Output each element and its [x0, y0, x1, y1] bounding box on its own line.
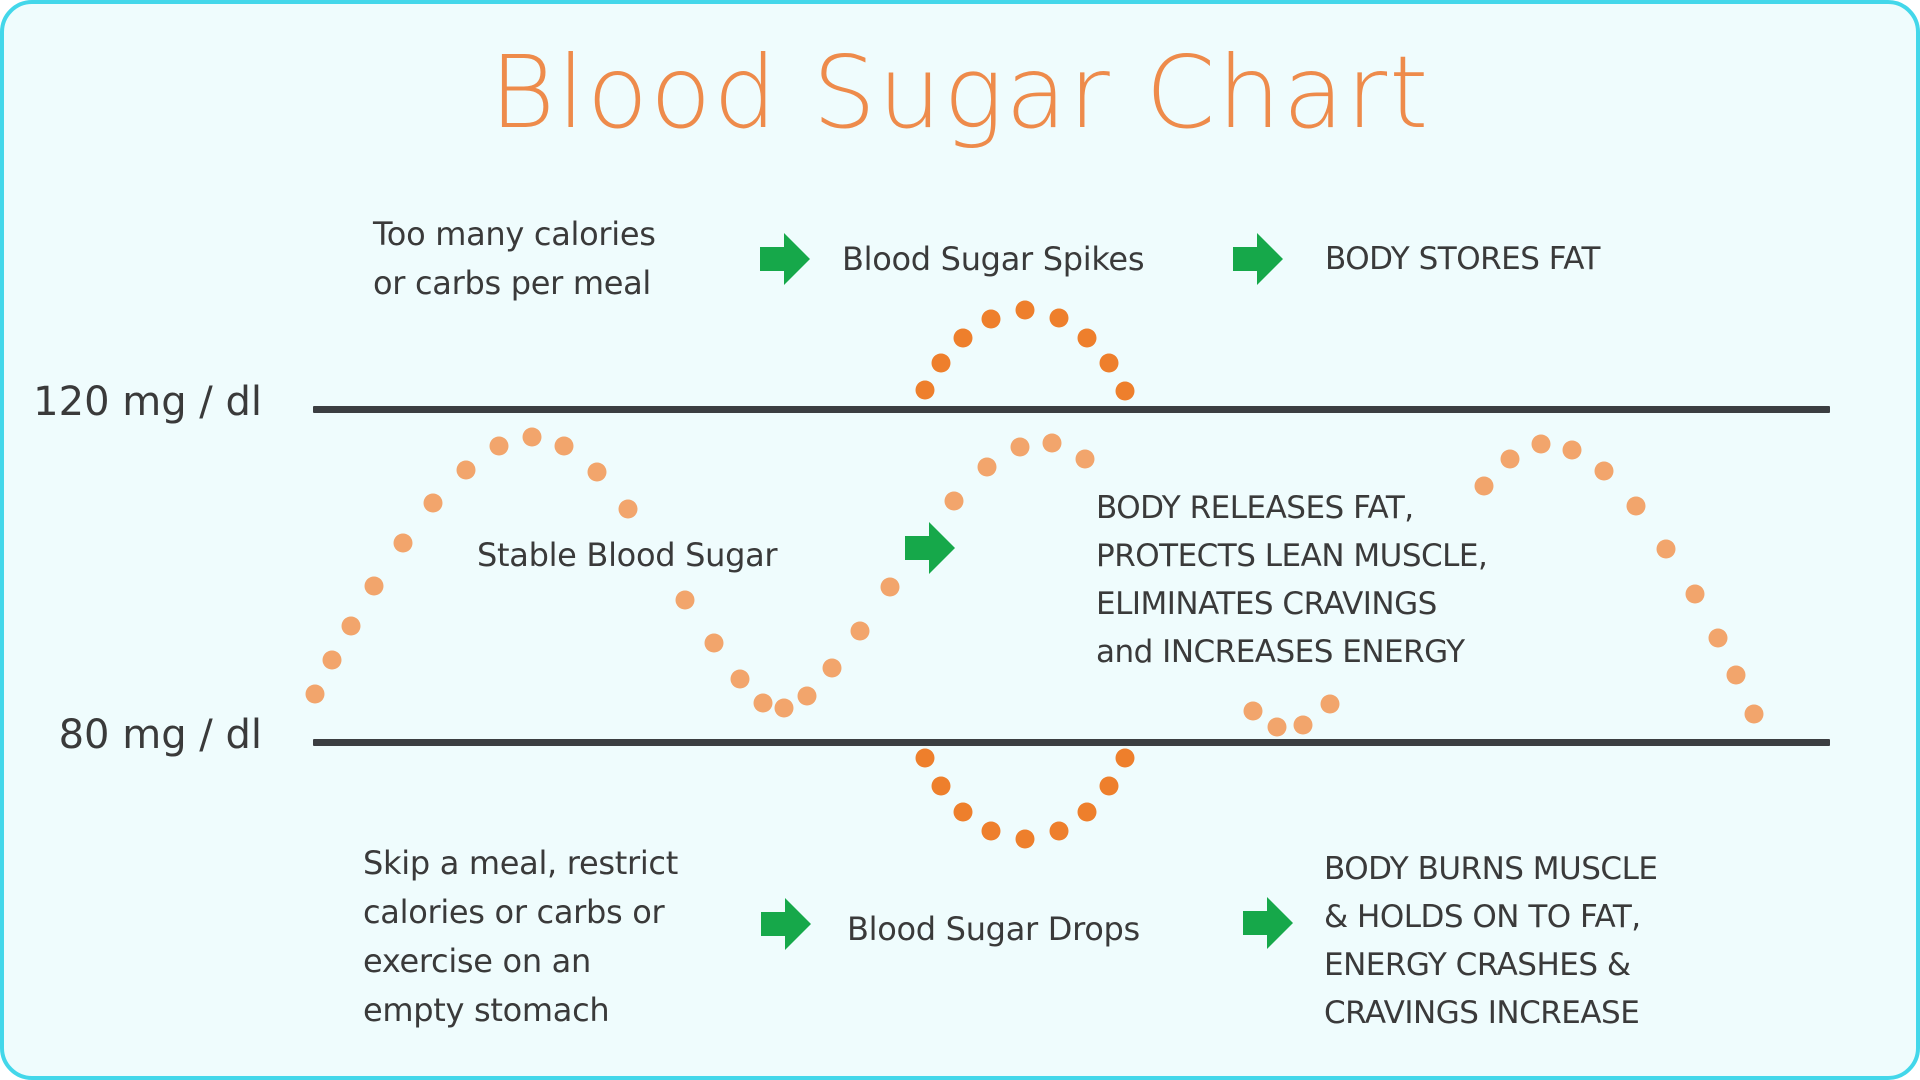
green-right-arrow-icon: [760, 233, 810, 285]
drop-cause-text: Skip a meal, restrict calories or carbs …: [363, 839, 678, 1035]
stable-cause-text: Stable Blood Sugar: [477, 536, 778, 574]
green-right-arrow-icon: [905, 522, 955, 574]
spike-effect-text: Blood Sugar Spikes: [842, 240, 1145, 278]
spike-cause-line: Too many calories: [373, 215, 656, 253]
spike-cause-text: Too many calories or carbs per meal: [373, 210, 656, 308]
spike-cause-line: or carbs per meal: [373, 264, 652, 302]
drop-cause-line: empty stomach: [363, 991, 610, 1029]
stable-result-line: ELIMINATES CRAVINGS: [1096, 586, 1437, 622]
upper-threshold-label: 120 mg / dl: [33, 379, 262, 425]
drop-result-line: ENERGY CRASHES &: [1324, 947, 1631, 983]
lower-threshold-line: [313, 739, 1830, 746]
upper-threshold-line: [313, 406, 1830, 413]
green-right-arrow-icon: [1233, 233, 1283, 285]
drop-result-line: CRAVINGS INCREASE: [1324, 995, 1640, 1031]
green-right-arrow-icon: [1243, 897, 1293, 949]
drop-result-text: BODY BURNS MUSCLE & HOLDS ON TO FAT, ENE…: [1324, 845, 1658, 1037]
drop-effect-text: Blood Sugar Drops: [847, 910, 1140, 948]
spike-result-text: BODY STORES FAT: [1325, 241, 1600, 277]
stable-result-line: PROTECTS LEAN MUSCLE,: [1096, 538, 1488, 574]
stable-result-line: and INCREASES ENERGY: [1096, 634, 1465, 670]
stable-result-text: BODY RELEASES FAT, PROTECTS LEAN MUSCLE,…: [1096, 484, 1488, 676]
drop-cause-line: calories or carbs or: [363, 893, 665, 931]
stable-result-line: BODY RELEASES FAT,: [1096, 490, 1414, 526]
drop-result-line: BODY BURNS MUSCLE: [1324, 851, 1658, 887]
drop-result-line: & HOLDS ON TO FAT,: [1324, 899, 1641, 935]
lower-threshold-label: 80 mg / dl: [58, 712, 262, 758]
drop-cause-line: exercise on an: [363, 942, 591, 980]
chart-title: Blood Sugar Chart: [489, 34, 1431, 151]
drop-cause-line: Skip a meal, restrict: [363, 844, 678, 882]
green-right-arrow-icon: [761, 898, 811, 950]
